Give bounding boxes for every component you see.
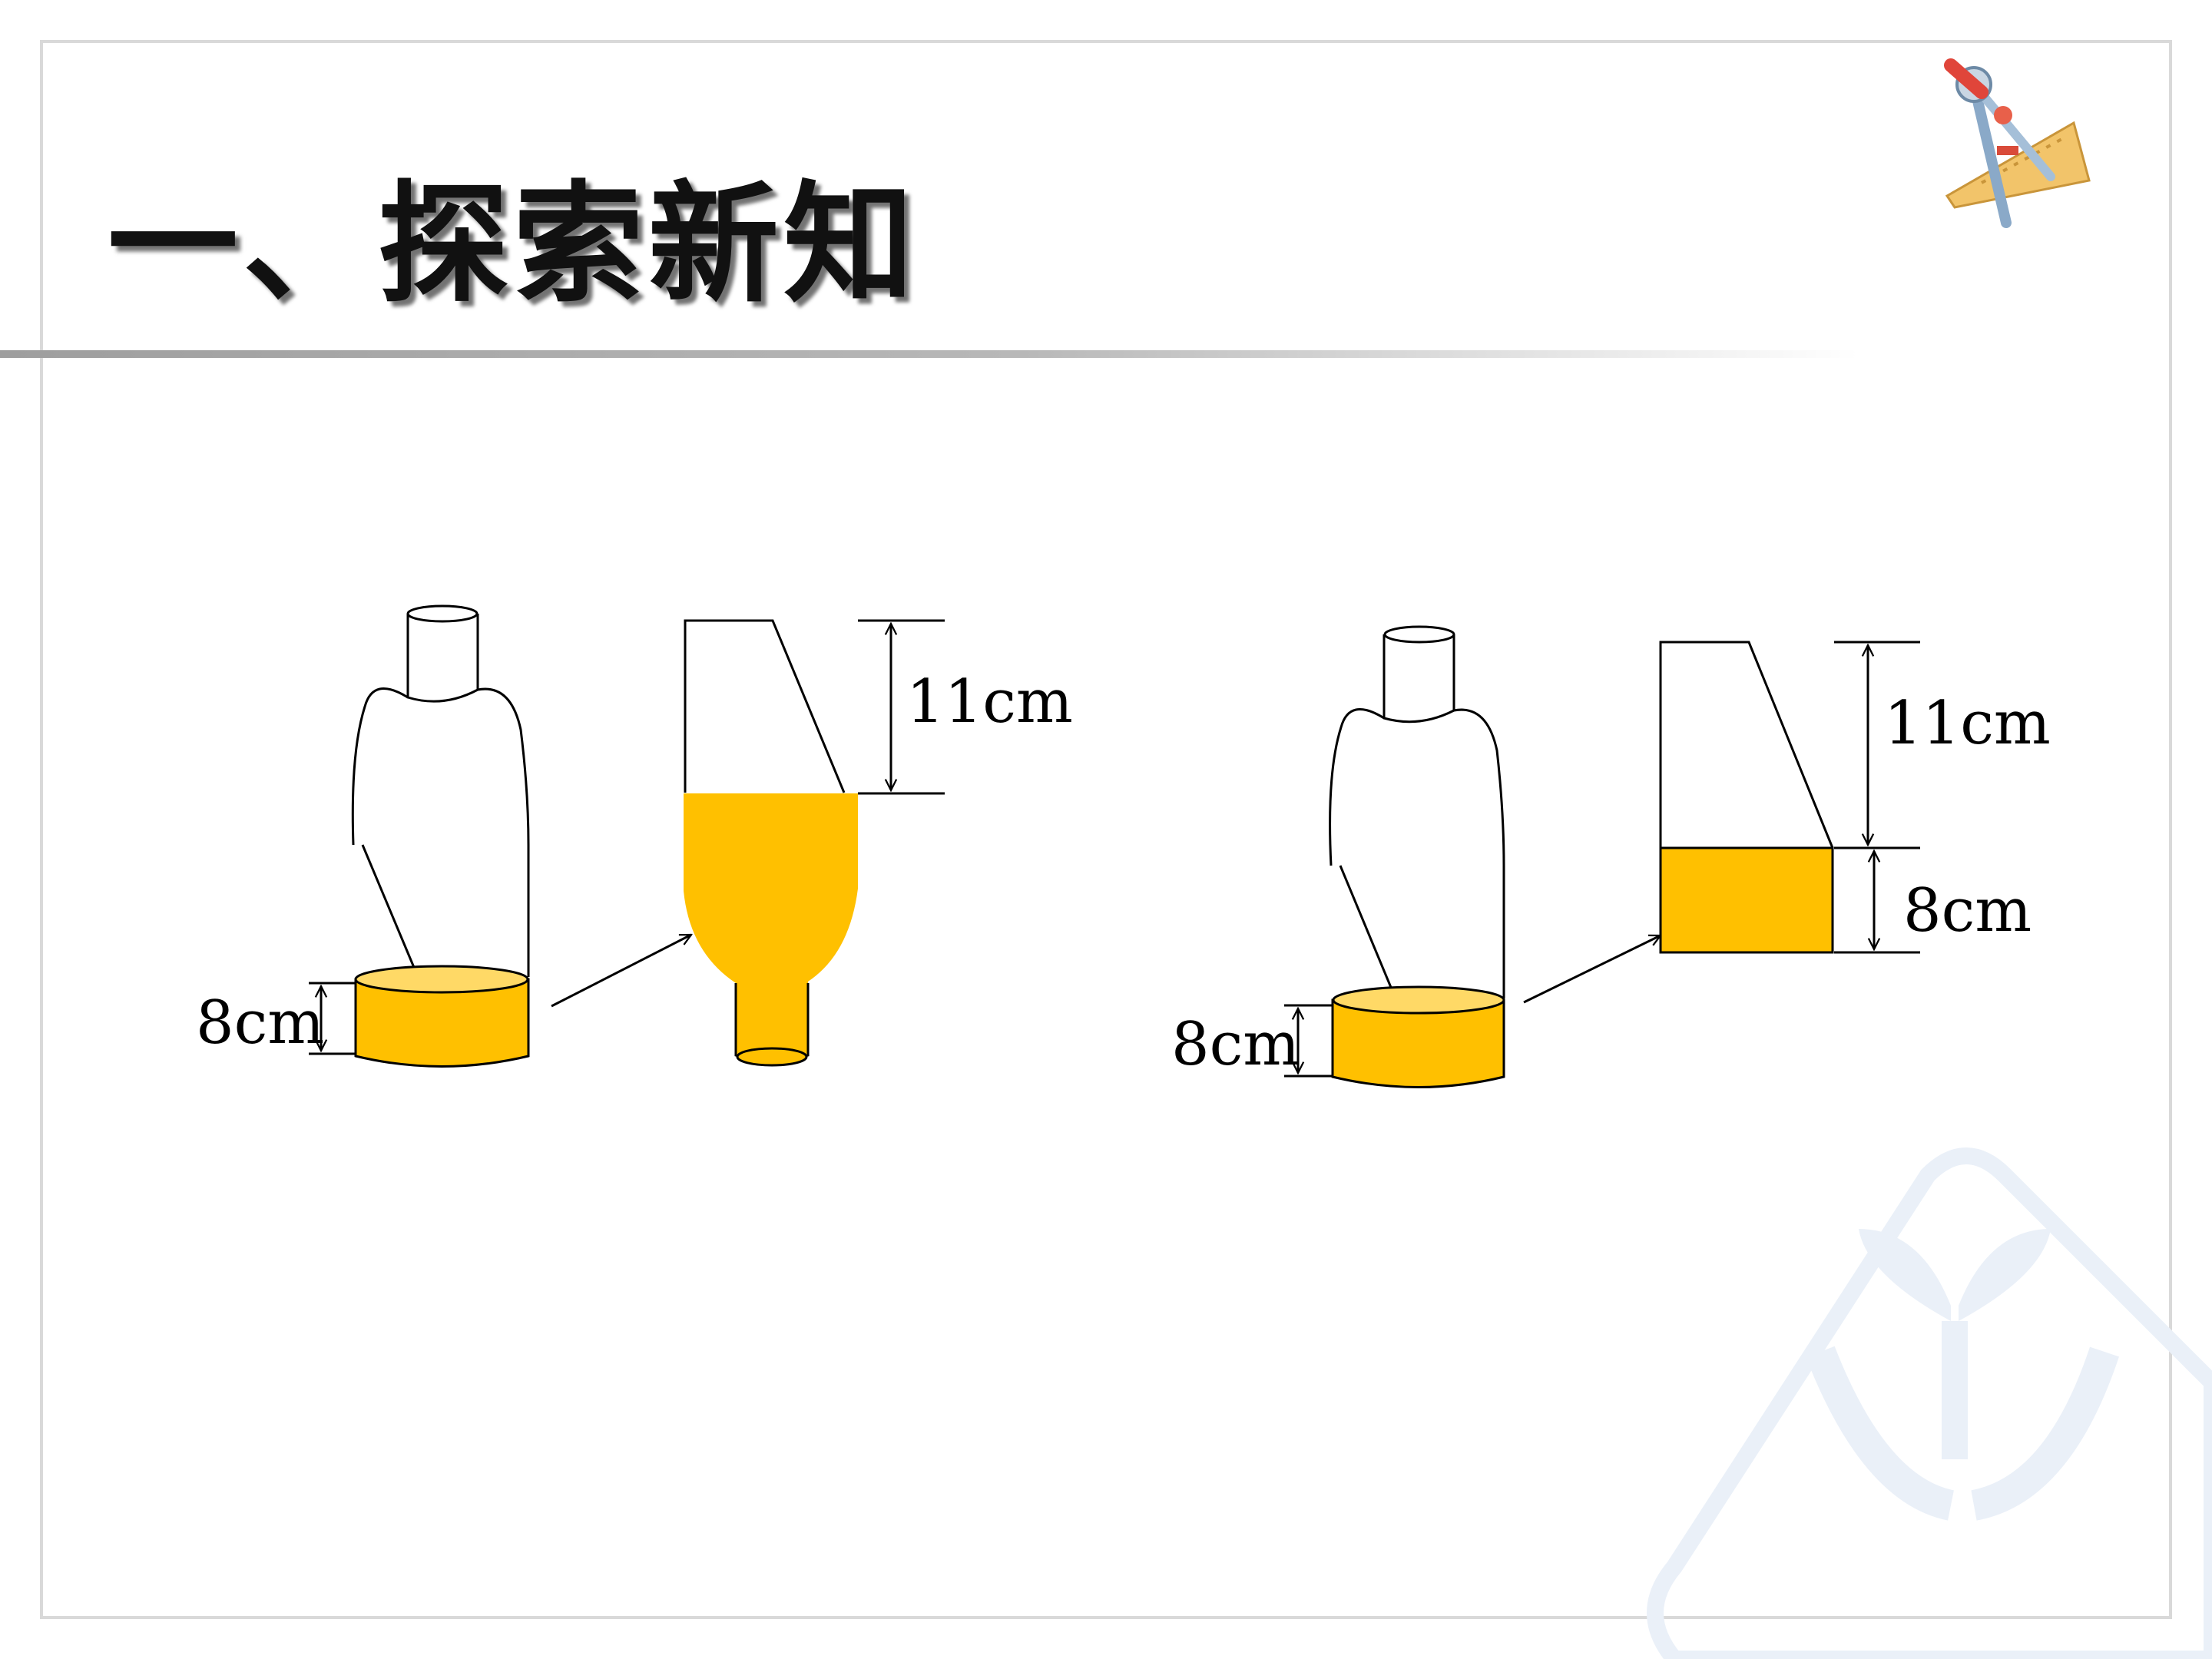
left-bottle: [351, 604, 530, 977]
right-water-surface: [1332, 985, 1505, 1015]
left-bottle-break: [361, 844, 416, 970]
left-transform-arrow: [551, 933, 691, 1008]
left-air-height-dimension: [858, 619, 945, 795]
right-air-height-label: 11cm: [1884, 689, 2051, 758]
left-inverted-air-outline: [684, 619, 846, 793]
compass-ruler-icon: [1944, 58, 2091, 228]
right-bottle: [1329, 625, 1505, 998]
right-water-body: [1331, 998, 1505, 1088]
right-air-height-dimension: [1834, 641, 1920, 849]
left-water-cylinder: [354, 965, 530, 1068]
right-filled-height-dimension: [1834, 851, 1920, 954]
right-transform-arrow: [1523, 934, 1661, 1004]
hands-sprout-watermark-icon: [1647, 1147, 2212, 1659]
left-inverted-opening: [736, 1047, 808, 1067]
right-air-outline: [1659, 641, 1834, 849]
left-bottle-cap-top: [406, 604, 478, 623]
right-filled-water: [1659, 846, 1834, 954]
right-water-cylinder: [1331, 985, 1505, 1088]
right-bottle-cap-top: [1383, 625, 1455, 644]
left-bottle-cap: [406, 614, 479, 703]
right-bottle-break: [1339, 865, 1393, 990]
left-bottle-body: [351, 687, 530, 977]
header-rule: [0, 350, 1859, 358]
right-bottle-body: [1329, 707, 1505, 998]
slide-title: 一、探索新知: [108, 169, 919, 321]
right-water-height-label: 8cm: [1171, 1010, 1300, 1079]
left-inverted-water: [684, 793, 858, 1055]
right-water-height-dimension: [1284, 1004, 1333, 1078]
left-water-body: [354, 978, 530, 1068]
slide-frame: [40, 40, 2172, 1619]
left-water-height-label: 8cm: [196, 988, 324, 1058]
right-cross-section: [1659, 641, 1834, 954]
left-water-surface: [354, 965, 529, 994]
left-inverted-bottle: [684, 619, 858, 1067]
left-water-height-dimension: [309, 982, 356, 1055]
right-bottle-cap: [1382, 634, 1455, 724]
left-air-height-label: 11cm: [906, 667, 1073, 737]
right-filled-height-label: 8cm: [1903, 876, 2032, 945]
